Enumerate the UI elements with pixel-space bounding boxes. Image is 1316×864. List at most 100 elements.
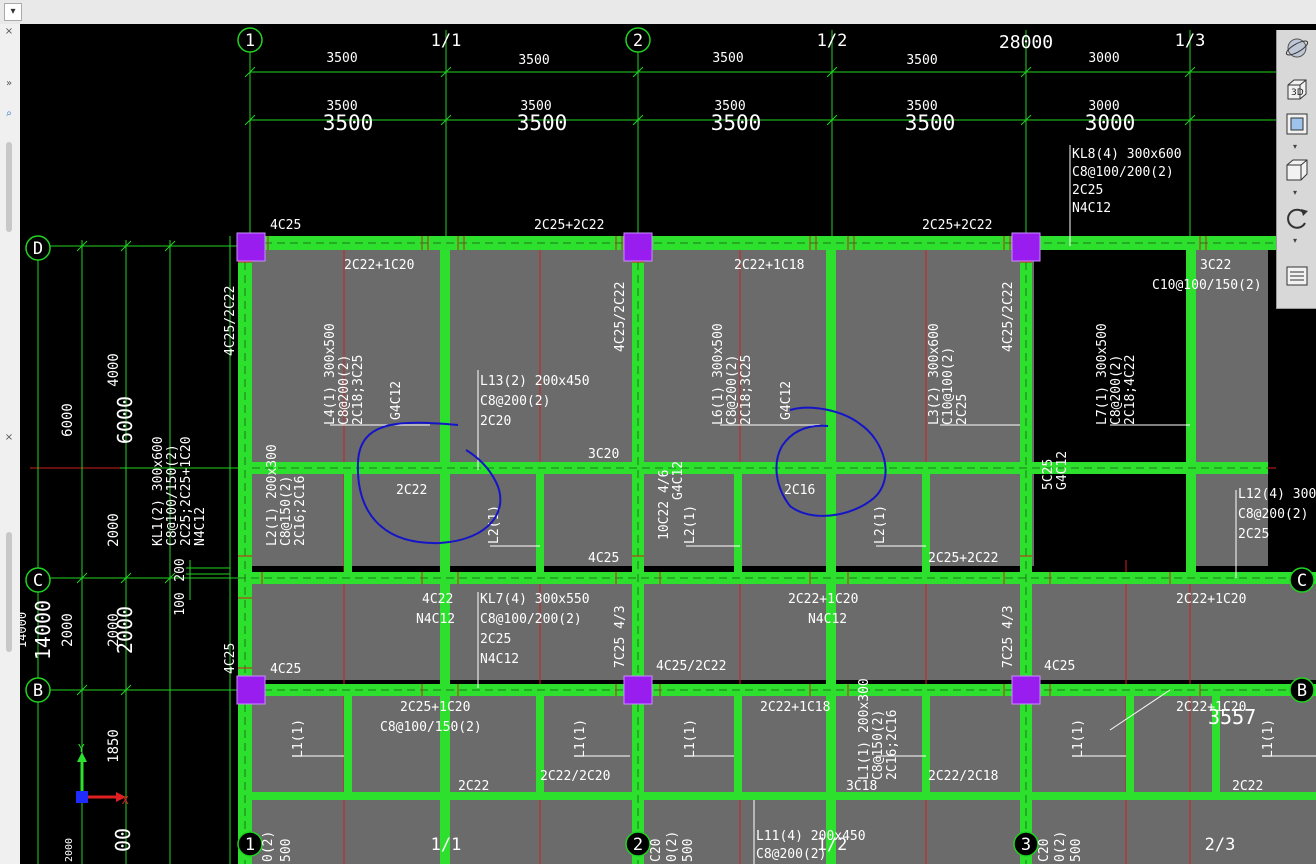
cad-drawing-canvas[interactable]: 1 1/1 2 1/2 1/3 D C B C B 1 1/1 2 1/2 3 … <box>20 24 1316 864</box>
svg-text:2C18;3C25: 2C18;3C25 <box>739 355 754 425</box>
svg-text:4C25: 4C25 <box>270 218 301 233</box>
svg-text:3C22: 3C22 <box>1200 258 1231 273</box>
svg-text:C8@200(2): C8@200(2) <box>337 355 352 425</box>
svg-text:2C16;2C16: 2C16;2C16 <box>885 710 900 780</box>
total-width-dim: 28000 <box>999 32 1053 53</box>
svg-text:3500: 3500 <box>714 99 745 114</box>
svg-text:L1(1): L1(1) <box>1261 719 1276 758</box>
axis-label-1-1: 1/1 <box>431 31 462 51</box>
panel-scrollbar[interactable] <box>6 142 12 232</box>
svg-text:3500: 3500 <box>326 99 357 114</box>
svg-text:2C22+1C18: 2C22+1C18 <box>760 700 830 715</box>
box-view-icon[interactable] <box>1283 156 1311 184</box>
svg-text:G4C12: G4C12 <box>671 461 686 500</box>
svg-text:500: 500 <box>279 839 294 862</box>
svg-text:200: 200 <box>173 558 188 581</box>
svg-text:Y: Y <box>78 742 85 755</box>
svg-text:3500: 3500 <box>906 99 937 114</box>
svg-text:7C25 4/3: 7C25 4/3 <box>1001 605 1016 668</box>
svg-text:4C25/2C22: 4C25/2C22 <box>613 282 628 352</box>
leader-lines <box>296 145 1316 864</box>
svg-text:L4(1) 300x500: L4(1) 300x500 <box>323 323 338 425</box>
svg-text:C8@150(2): C8@150(2) <box>279 476 294 546</box>
axis-label-b-right: B <box>1297 681 1307 701</box>
svg-text:2C25+2C22: 2C25+2C22 <box>928 551 998 566</box>
axis-label-b: B <box>33 681 43 701</box>
beam-centerlines <box>238 236 1316 864</box>
rotate-icon[interactable] <box>1283 204 1311 232</box>
svg-text:N4C12: N4C12 <box>1072 201 1111 216</box>
svg-text:KL1(2) 300x600: KL1(2) 300x600 <box>151 436 166 546</box>
svg-text:4C25: 4C25 <box>223 643 238 674</box>
svg-text:4C25/2C22: 4C25/2C22 <box>1001 282 1016 352</box>
svg-text:2C22: 2C22 <box>1232 779 1263 794</box>
svg-text:3500: 3500 <box>520 99 551 114</box>
svg-text:L1(1): L1(1) <box>573 719 588 758</box>
svg-text:7C25 4/3: 7C25 4/3 <box>613 605 628 668</box>
axis-label-1: 1 <box>245 31 255 51</box>
axis-label-2-3-bottom: 2/3 <box>1205 835 1236 855</box>
svg-text:0(2): 0(2) <box>665 831 680 862</box>
axis-label-c: C <box>33 571 43 591</box>
rotated-rebar-labels: 4C25/2C22 4C25/2C22 4C25/2C22 L4(1) 300x… <box>151 282 1276 862</box>
svg-text:N4C12: N4C12 <box>416 612 455 627</box>
svg-text:L2(1): L2(1) <box>683 505 698 544</box>
axis-label-1-bottom: 1 <box>245 835 255 855</box>
svg-text:2C22+1C20: 2C22+1C20 <box>1176 700 1246 715</box>
search-icon[interactable]: ⌕ <box>6 108 12 119</box>
axis-bubble-labels: 1 1/1 2 1/2 1/3 D C B C B 1 1/1 2 1/2 3 … <box>33 31 1307 855</box>
svg-text:1850: 1850 <box>106 729 122 763</box>
ucs-axis-icon: Y X <box>76 742 129 807</box>
svg-text:2C25: 2C25 <box>1072 183 1103 198</box>
svg-text:C20: C20 <box>649 839 664 862</box>
svg-text:L11(4) 200x450: L11(4) 200x450 <box>756 829 866 844</box>
svg-text:N4C12: N4C12 <box>480 652 519 667</box>
svg-text:500: 500 <box>681 839 696 862</box>
view-toolbar: 3D ▾ ▾ ▾ <box>1276 30 1316 309</box>
svg-text:2C25+2C22: 2C25+2C22 <box>922 218 992 233</box>
svg-text:C8@200(2): C8@200(2) <box>725 355 740 425</box>
orbit-icon[interactable] <box>1283 34 1311 62</box>
svg-text:2C25: 2C25 <box>1238 527 1269 542</box>
svg-text:2C25+2C22: 2C25+2C22 <box>534 218 604 233</box>
svg-text:500: 500 <box>1069 839 1084 862</box>
axis-label-d: D <box>33 239 43 259</box>
close-panel-button[interactable]: × <box>4 26 14 37</box>
svg-text:2000: 2000 <box>106 613 122 647</box>
svg-text:L2(1): L2(1) <box>873 505 888 544</box>
svg-text:14000: 14000 <box>20 612 29 648</box>
svg-text:N4C12: N4C12 <box>808 612 847 627</box>
column-b2 <box>623 675 653 705</box>
lower-panel-scrollbar[interactable] <box>6 532 12 652</box>
axis-label-1-2-bottom: 1/2 <box>817 835 848 855</box>
svg-text:2C16;2C16: 2C16;2C16 <box>293 476 308 546</box>
close-lower-panel-button[interactable]: × <box>4 432 14 443</box>
view-3d-button[interactable]: 3D <box>1283 76 1311 104</box>
svg-text:2C25;2C25+1C20: 2C25;2C25+1C20 <box>179 436 194 546</box>
layers-icon[interactable] <box>1283 262 1311 290</box>
columns <box>236 232 1041 705</box>
svg-text:C10@100/150(2): C10@100/150(2) <box>1152 278 1262 293</box>
svg-text:3500: 3500 <box>711 111 762 135</box>
svg-text:0(2): 0(2) <box>261 831 276 862</box>
svg-text:C8@100/150(2): C8@100/150(2) <box>165 444 180 546</box>
svg-text:14000: 14000 <box>31 600 55 660</box>
svg-text:2C25: 2C25 <box>480 632 511 647</box>
vertical-dimension-texts: 6000 4000 6000 2000 100 200 14000 14000 … <box>20 353 188 862</box>
svg-text:2C25+1C20: 2C25+1C20 <box>400 700 470 715</box>
svg-text:4C25: 4C25 <box>270 662 301 677</box>
axis-label-c-right: C <box>1297 571 1307 591</box>
view-dropdown[interactable]: ▾ <box>4 3 22 21</box>
svg-text:2C25: 2C25 <box>955 394 970 425</box>
column-d3 <box>1011 232 1041 262</box>
svg-text:3500: 3500 <box>323 111 374 135</box>
svg-text:2C22: 2C22 <box>396 483 427 498</box>
top-toolbar-strip: ▾ <box>0 0 1316 25</box>
svg-text:2C22/2C18: 2C22/2C18 <box>928 769 998 784</box>
expand-panel-button[interactable]: » <box>5 78 13 89</box>
svg-text:2000: 2000 <box>60 613 76 647</box>
svg-text:2C18;4C22: 2C18;4C22 <box>1123 355 1138 425</box>
svg-text:L6(1) 300x500: L6(1) 300x500 <box>711 323 726 425</box>
svg-text:4C25/2C22: 4C25/2C22 <box>223 286 238 356</box>
top-view-icon[interactable] <box>1283 110 1311 138</box>
